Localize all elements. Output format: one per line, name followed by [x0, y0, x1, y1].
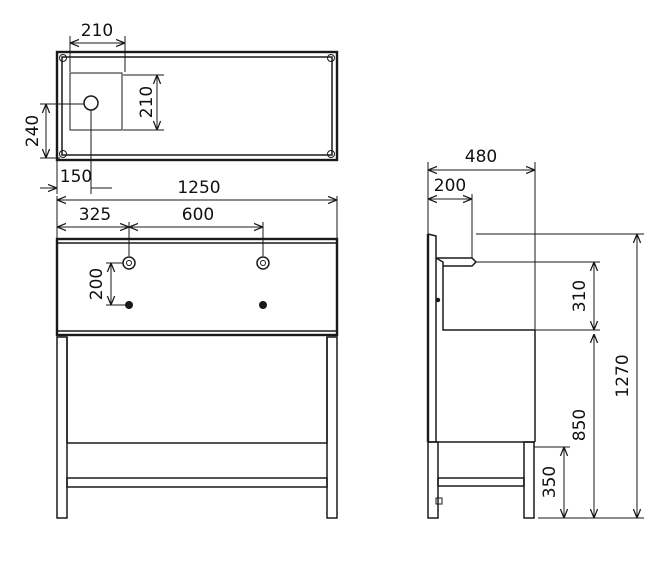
dim-210-width-label: 210 [81, 21, 113, 41]
corner-bolt-icon [59, 54, 67, 62]
side-wall-bracket [435, 497, 443, 505]
side-body-top [427, 233, 437, 442]
side-crossbar [437, 477, 525, 487]
tap-hole-icon [126, 260, 132, 266]
corner-bolt-icon [327, 54, 335, 62]
tap-hole-icon [260, 260, 266, 266]
corner-bolt-icon [327, 150, 335, 158]
side-view: 480 200 310 850 1270 350 [426, 147, 644, 519]
drain-plate [69, 72, 123, 131]
dim-1270-label: 1270 [613, 354, 633, 397]
front-view: 1250 325 600 200 [55, 178, 339, 519]
tap-hole-icon [122, 256, 136, 270]
top-view-inner-frame [61, 56, 333, 156]
dim-150-label: 150 [60, 167, 92, 187]
dim-850-label: 850 [570, 409, 590, 441]
fixing-hole-icon [259, 301, 267, 309]
side-basin-interior [435, 257, 535, 331]
corner-bolts [59, 54, 335, 158]
side-rear-leg [427, 441, 439, 519]
dim-480-label: 480 [465, 147, 497, 167]
top-view: 210 210 240 150 [23, 21, 339, 194]
drain-hole-icon [83, 95, 99, 111]
dim-210-height-label: 210 [137, 86, 157, 118]
left-leg [56, 336, 68, 519]
fixing-hole-icon [125, 301, 133, 309]
dim-310-label: 310 [570, 280, 590, 312]
dim-350-label: 350 [540, 466, 560, 498]
lower-crossbar [66, 477, 328, 488]
dim-1250-label: 1250 [177, 178, 220, 198]
side-front-leg [523, 441, 535, 519]
dim-240-label: 240 [23, 115, 43, 147]
top-view-outer-frame [55, 50, 339, 162]
side-fixing-icon [435, 297, 441, 303]
dim-200-horizontal-label: 200 [434, 176, 466, 196]
dim-325-label: 325 [79, 205, 111, 225]
dim-600-label: 600 [182, 205, 214, 225]
right-leg [326, 336, 338, 519]
dim-200-vertical-label: 200 [87, 268, 107, 300]
corner-bolt-icon [59, 150, 67, 158]
basin-body [55, 237, 339, 337]
tap-hole-icon [256, 256, 270, 270]
